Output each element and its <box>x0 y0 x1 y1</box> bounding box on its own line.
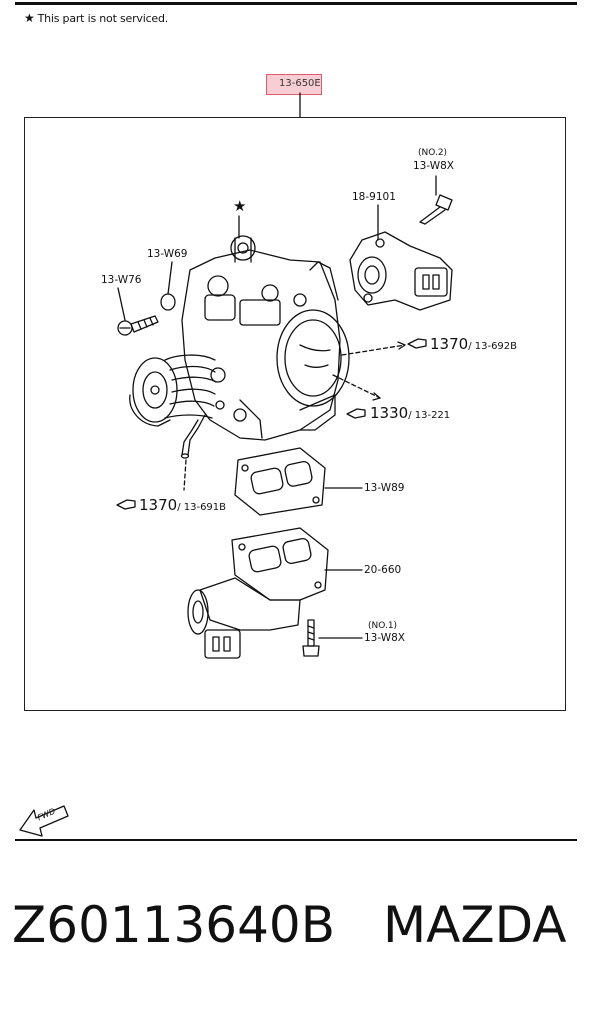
label-gasket[interactable]: 20-660 <box>364 564 402 576</box>
bolt-no2[interactable] <box>419 194 453 225</box>
note: ★This part is not serviced. <box>24 11 168 25</box>
diagram-frame <box>24 117 566 711</box>
vacuum-pipe[interactable] <box>180 414 206 459</box>
label-no2: (NO.2) <box>418 148 448 158</box>
top-reference-label: 13-650E <box>279 78 321 89</box>
star-icon: ★ <box>24 11 35 25</box>
not-serviced-star-icon: ★ <box>233 197 247 215</box>
top-reference-box[interactable]: 13-650E <box>266 74 322 95</box>
label-w76[interactable]: 13-W76 <box>101 274 142 286</box>
label-w69[interactable]: 13-W69 <box>147 248 188 260</box>
reference-hand-icons <box>116 338 427 510</box>
top-rule <box>15 2 577 5</box>
ref-1370-bottom[interactable]: 1370/ 13-691B <box>139 496 227 514</box>
leader-lines <box>117 175 437 639</box>
idle-air-control-valve[interactable] <box>187 527 329 659</box>
fwd-arrow-icon <box>19 805 69 837</box>
label-w8x-bottom[interactable]: 13-W8X <box>364 632 405 644</box>
gasket-w89[interactable] <box>234 447 326 516</box>
bottom-rule <box>15 839 577 841</box>
screw-w76[interactable] <box>117 315 159 336</box>
brand-name: MAZDA <box>383 896 567 954</box>
throttle-body[interactable] <box>181 235 350 441</box>
bolt-no1[interactable] <box>302 619 320 657</box>
o-ring-w69[interactable] <box>160 293 176 311</box>
ref-1370-top[interactable]: 1370/ 13-692B <box>430 335 518 353</box>
throttle-spring-drum[interactable] <box>129 354 226 427</box>
ref-1330[interactable]: 1330/ 13-221 <box>370 404 451 422</box>
throttle-position-sensor[interactable] <box>349 231 453 311</box>
label-sensor[interactable]: 18-9101 <box>352 191 396 203</box>
label-no1: (NO.1) <box>368 621 398 631</box>
label-w89[interactable]: 13-W89 <box>364 482 405 494</box>
part-number: Z60113640B <box>12 896 336 954</box>
note-text: This part is not serviced. <box>37 12 169 25</box>
label-w8x-top[interactable]: 13-W8X <box>413 160 454 172</box>
